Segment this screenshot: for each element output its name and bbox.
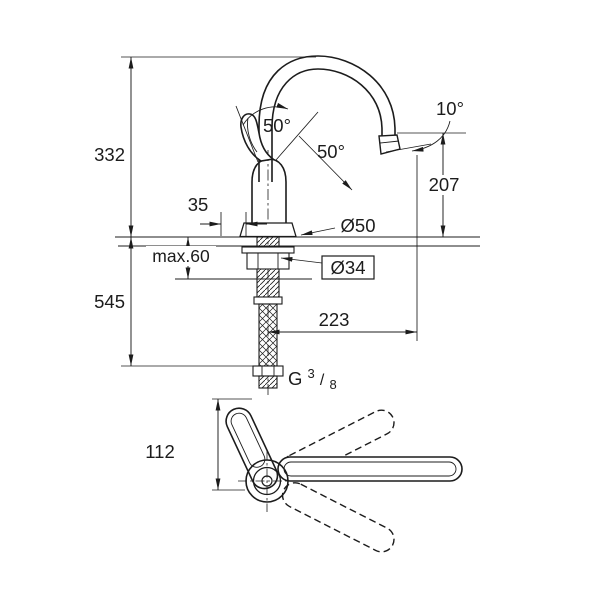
spout-inner-curve [271, 68, 383, 182]
dim-207-label: 207 [429, 174, 460, 195]
thread-nipple [258, 375, 278, 389]
braided-hose [258, 303, 278, 367]
dim-223-label: 223 [319, 309, 350, 330]
spout-tilt-arc [411, 120, 451, 152]
hose-top-connector [253, 296, 283, 305]
front-view-dimensions: 332 545 35 50° 50° 10° 207 Ø50 max.6 [94, 56, 466, 392]
spout-outer-curve [258, 55, 396, 182]
dome-outline [251, 158, 287, 183]
dim-d50-label: Ø50 [341, 215, 376, 236]
mounting-washer [241, 246, 295, 254]
dim-545-label: 545 [94, 291, 125, 312]
lever-inner-contour [247, 117, 258, 153]
thread-denominator: 8 [330, 377, 337, 392]
thread-numerator: 3 [308, 366, 315, 381]
lever-axis-extension-line [235, 105, 259, 163]
swivel-lower-outline [281, 482, 395, 553]
dim-max60-label-background [146, 246, 216, 266]
aerator-outline [378, 134, 401, 155]
thread-spec-label: G 3 / 8 [288, 361, 337, 392]
leader-line-50deg-b [298, 135, 353, 191]
mounting-nut [246, 252, 290, 270]
dim-max60-label: max.60 [152, 246, 210, 266]
swivel-position-upper [281, 409, 395, 480]
dim-112-label: 112 [145, 441, 175, 462]
dim-332-label: 332 [94, 144, 125, 165]
plan-lever-inner-line [230, 412, 266, 468]
plan-lever [225, 407, 279, 490]
plan-view: 112 [145, 398, 463, 553]
base-escutcheon [239, 222, 297, 238]
leader-line-d50 [300, 227, 336, 236]
hose-end-hex [252, 365, 284, 377]
swivel-position-lower [281, 482, 395, 553]
dim-10deg-label: 10° [436, 98, 464, 119]
swivel-upper-outline [281, 409, 395, 480]
front-view [115, 55, 480, 398]
leader-line-d34 [280, 257, 323, 264]
dim-50deg-a-label: 50° [263, 115, 291, 136]
lever-swing-arc [242, 102, 289, 126]
lever-outline [240, 113, 276, 162]
dim-d34-label: Ø34 [331, 257, 366, 278]
dim-50deg-b-label: 50° [317, 141, 345, 162]
aerator-detail-line [379, 140, 400, 144]
dim-35-label: 35 [188, 194, 209, 215]
plan-lever-outline [225, 407, 279, 490]
outlet-tilt-reference-line [385, 143, 432, 153]
thread-prefix: G [288, 368, 302, 389]
lever-swung-axis-line [275, 111, 319, 161]
dim-d34-box [321, 255, 375, 280]
plan-spout-outline [277, 456, 463, 482]
thread-slash: / [320, 372, 325, 389]
dim-207-label-background [424, 175, 464, 195]
